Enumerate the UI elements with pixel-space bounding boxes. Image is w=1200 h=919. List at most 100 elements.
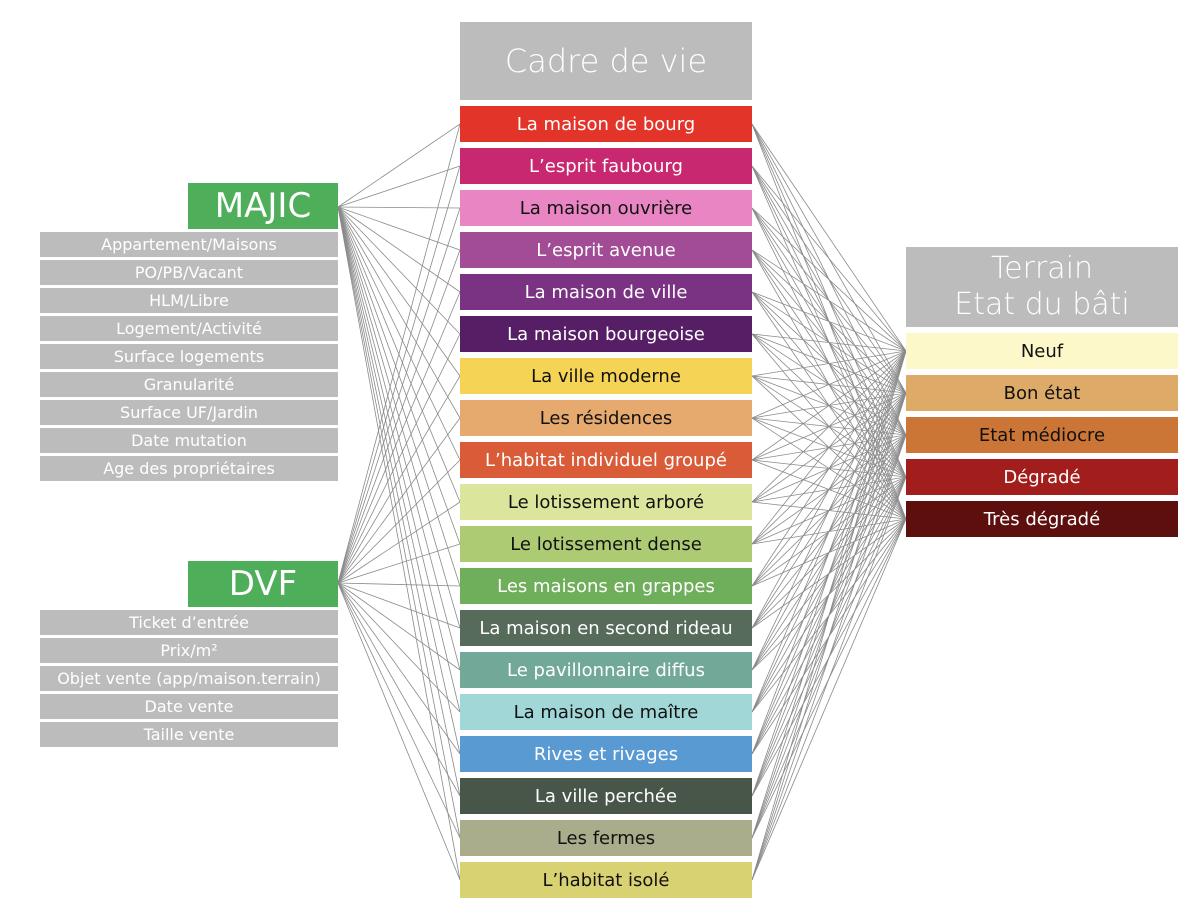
connection-line [751, 291, 907, 352]
connection-line [337, 582, 461, 755]
cadre-item: Le pavillonnaire diffus [460, 652, 752, 688]
connection-line [751, 207, 907, 352]
connection-line [337, 206, 461, 293]
connection-line [751, 434, 907, 881]
cadre-item: Rives et rivages [460, 736, 752, 772]
connection-line [337, 206, 461, 839]
terrain-item: Très dégradé [906, 501, 1178, 537]
cadre-item: L’habitat isolé [460, 862, 752, 898]
majic-header: MAJIC [188, 183, 338, 229]
connection-line [337, 206, 461, 419]
connection-line [337, 582, 461, 713]
majic-item: Date mutation [40, 428, 338, 453]
terrain-item: Etat médiocre [906, 417, 1178, 453]
terrain-item: Dégradé [906, 459, 1178, 495]
connection-line [337, 206, 461, 797]
connection-line [751, 350, 907, 377]
cadre-item: Les fermes [460, 820, 752, 856]
connection-line [337, 582, 461, 797]
connection-line [337, 582, 461, 587]
connection-line [751, 392, 907, 881]
cadre-de-vie-title: Cadre de vie [460, 22, 752, 100]
connection-line [751, 350, 907, 461]
connection-line [337, 333, 461, 584]
connection-line [337, 206, 461, 461]
connection-line [337, 459, 461, 584]
dvf-item: Ticket d’entrée [40, 610, 338, 635]
terrain-title-line2: Etat du bâti [954, 287, 1130, 322]
connection-line [337, 582, 461, 671]
connection-line [337, 123, 461, 584]
connection-line [751, 350, 907, 755]
terrain-item: Neuf [906, 333, 1178, 369]
majic-item: HLM/Libre [40, 288, 338, 313]
cadre-item: La maison de maître [460, 694, 752, 730]
dvf-header: DVF [188, 561, 338, 607]
connection-line [337, 165, 461, 208]
connection-line [751, 123, 907, 352]
connection-line [751, 518, 907, 881]
connection-line [751, 350, 907, 713]
connection-line [337, 207, 461, 584]
connection-line [751, 350, 907, 503]
cadre-item: La maison en second rideau [460, 610, 752, 646]
dvf-item: Taille vente [40, 722, 338, 747]
majic-item: Surface UF/Jardin [40, 400, 338, 425]
terrain-title: Terrain Etat du bâti [906, 247, 1178, 327]
cadre-item: La maison de ville [460, 274, 752, 310]
connection-line [337, 123, 461, 208]
dvf-item: Objet vente (app/maison.terrain) [40, 666, 338, 691]
cadre-item: L’esprit avenue [460, 232, 752, 268]
cadre-item: Les résidences [460, 400, 752, 436]
connection-line [337, 206, 461, 713]
cadre-item: La maison bourgeoise [460, 316, 752, 352]
connection-line [751, 350, 907, 629]
cadre-item: L’esprit faubourg [460, 148, 752, 184]
connection-line [337, 417, 461, 584]
cadre-item: Les maisons en grappes [460, 568, 752, 604]
dvf-item: Prix/m² [40, 638, 338, 663]
cadre-item: Le lotissement dense [460, 526, 752, 562]
connection-line [337, 501, 461, 584]
connection-line [337, 249, 461, 584]
connection-line [751, 350, 907, 881]
connection-line [337, 206, 461, 335]
majic-item: Surface logements [40, 344, 338, 369]
cadre-item: La ville perchée [460, 778, 752, 814]
cadre-item: La maison ouvrière [460, 190, 752, 226]
connection-line [337, 206, 461, 209]
cadre-item: La maison de bourg [460, 106, 752, 142]
connection-line [337, 582, 461, 629]
connection-line [337, 206, 461, 377]
majic-item: Granularité [40, 372, 338, 397]
connection-line [337, 582, 461, 839]
dvf-item: Date vente [40, 694, 338, 719]
connection-line [751, 350, 907, 797]
connection-line [751, 476, 907, 881]
cadre-item: L’habitat individuel groupé [460, 442, 752, 478]
connection-line [337, 582, 461, 881]
terrain-title-line1: Terrain [990, 251, 1094, 286]
majic-item: Age des propriétaires [40, 456, 338, 481]
connection-line [751, 350, 907, 419]
connection-line [337, 206, 461, 755]
connection-line [751, 249, 907, 352]
majic-item: Appartement/Maisons [40, 232, 338, 257]
cadre-item: Le lotissement arboré [460, 484, 752, 520]
connection-line [751, 333, 907, 352]
majic-item: Logement/Activité [40, 316, 338, 341]
majic-item: PO/PB/Vacant [40, 260, 338, 285]
connection-line [337, 206, 461, 251]
connection-line [751, 350, 907, 587]
connection-line [751, 165, 907, 352]
cadre-item: La ville moderne [460, 358, 752, 394]
connection-line [751, 350, 907, 839]
connection-line [751, 350, 907, 671]
connection-line [337, 206, 461, 881]
connection-line [337, 165, 461, 584]
connection-line [751, 350, 907, 545]
connection-line [337, 291, 461, 584]
terrain-item: Bon état [906, 375, 1178, 411]
